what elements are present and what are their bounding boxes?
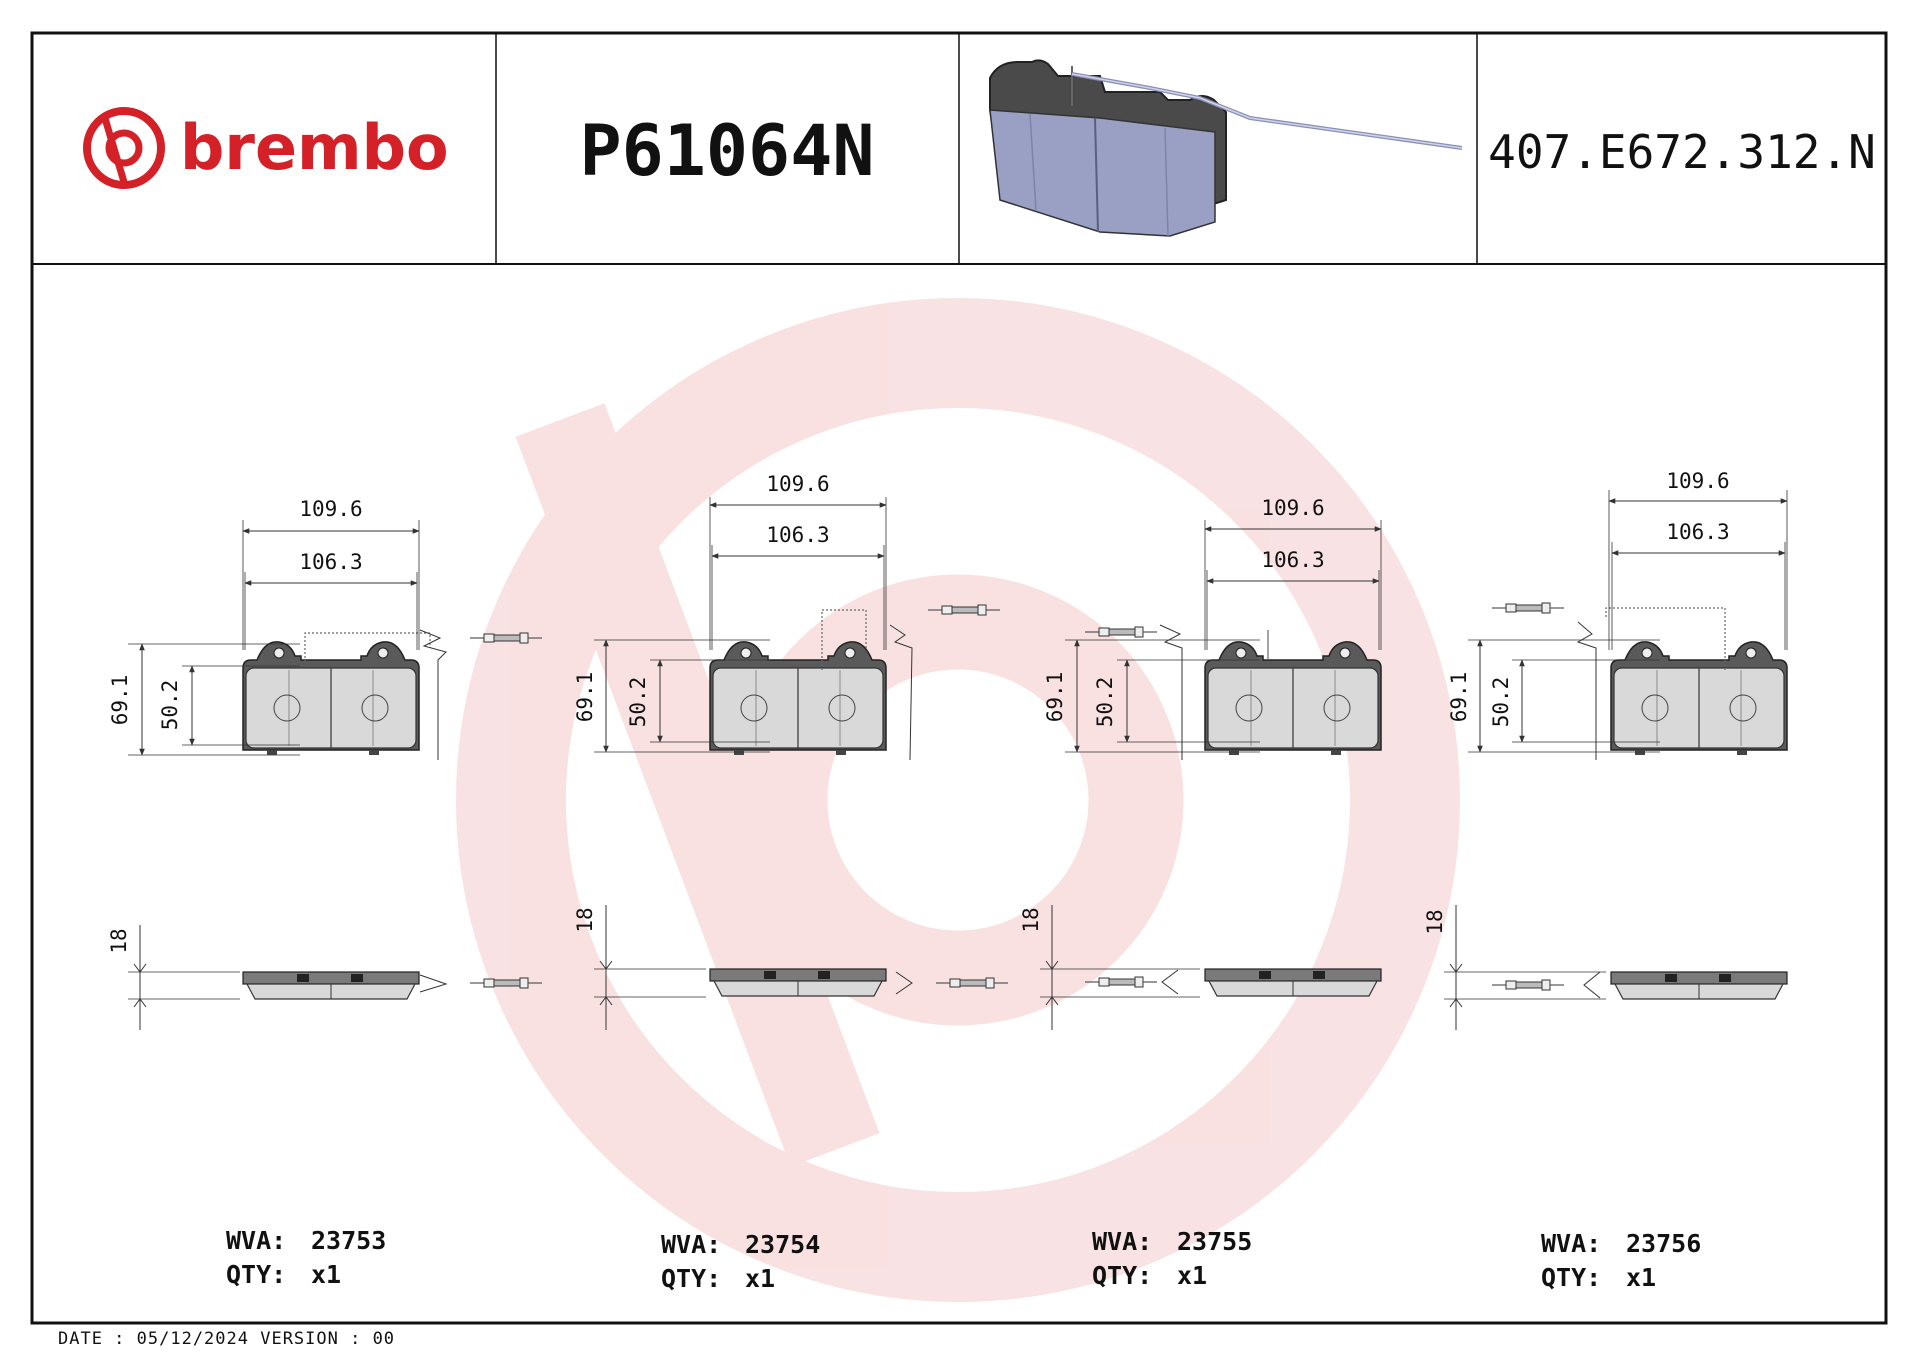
dim-width-inner: 106.3 (1666, 520, 1729, 544)
dim-width-outer: 109.6 (1261, 496, 1324, 520)
qty-value: x1 (311, 1260, 341, 1289)
brembo-watermark (456, 298, 1460, 1302)
dim-height-total: 69.1 (1447, 672, 1471, 723)
dim-width-inner: 106.3 (1261, 548, 1324, 572)
pad-side-view (1610, 971, 1788, 1000)
dim-width-inner: 106.3 (299, 550, 362, 574)
wear-sensor (1084, 976, 1158, 988)
dim-width-outer: 109.6 (766, 472, 829, 496)
dim-width-outer: 109.6 (1666, 469, 1729, 493)
wva-number: 23755 (1177, 1227, 1252, 1256)
pad-front-view (242, 641, 420, 756)
wva-label: WVA: (1092, 1227, 1152, 1256)
dim-height-total: 69.1 (573, 672, 597, 723)
dim-width-inner: 106.3 (766, 523, 829, 547)
pad-front-view (1204, 641, 1382, 756)
dim-thickness: 18 (107, 928, 131, 953)
part-number: P61064N (579, 110, 874, 192)
dim-height-total: 69.1 (1043, 672, 1067, 723)
wva-number: 23753 (311, 1226, 386, 1255)
dim-height-friction: 50.2 (1489, 677, 1513, 728)
qty-label: QTY: (1092, 1261, 1152, 1290)
dim-height-total: 69.1 (108, 675, 132, 726)
dim-thickness: 18 (1019, 907, 1043, 932)
dim-height-friction: 50.2 (1093, 677, 1117, 728)
wva-label: WVA: (226, 1226, 286, 1255)
pad-drawing-4: 109.6 106.3 69.1 50.2 18 WVA: 23756 QTY:… (1423, 469, 1788, 1292)
pad-side-view (242, 971, 420, 1000)
qty-label: QTY: (1541, 1263, 1601, 1292)
brembo-logo: brembo (83, 107, 449, 189)
qty-label: QTY: (661, 1264, 721, 1293)
pad-3d-render (989, 59, 1463, 237)
wear-sensor (1491, 602, 1565, 614)
wear-sensor (1491, 979, 1565, 991)
qty-value: x1 (1177, 1261, 1207, 1290)
dim-thickness: 18 (573, 907, 597, 932)
wva-number: 23756 (1626, 1229, 1701, 1258)
qty-label: QTY: (226, 1260, 286, 1289)
footer-date-version: DATE : 05/12/2024 VERSION : 00 (58, 1329, 396, 1349)
reference-code: 407.E672.312.N (1488, 125, 1876, 179)
qty-value: x1 (745, 1264, 775, 1293)
qty-value: x1 (1626, 1263, 1656, 1292)
pad-drawing-3: 109.6 106.3 69.1 50.2 18 WVA: 23755 QTY:… (1019, 496, 1382, 1290)
pad-front-view (1610, 641, 1788, 756)
pad-drawing-2: 109.6 106.3 69.1 50.2 18 WVA: 23754 QTY:… (573, 472, 1009, 1293)
brand-wordmark: brembo (180, 111, 449, 184)
pad-side-view (1204, 968, 1382, 997)
pad-side-view (709, 968, 887, 997)
wva-label: WVA: (1541, 1229, 1601, 1258)
wva-label: WVA: (661, 1230, 721, 1259)
wva-number: 23754 (745, 1230, 820, 1259)
dim-width-outer: 109.6 (299, 497, 362, 521)
dim-height-friction: 50.2 (626, 677, 650, 728)
dim-thickness: 18 (1423, 909, 1447, 934)
pad-drawing-1: 109.6 106.3 69.1 50.2 18 WVA: 23753 QTY:… (107, 497, 543, 1289)
dim-height-friction: 50.2 (158, 680, 182, 731)
